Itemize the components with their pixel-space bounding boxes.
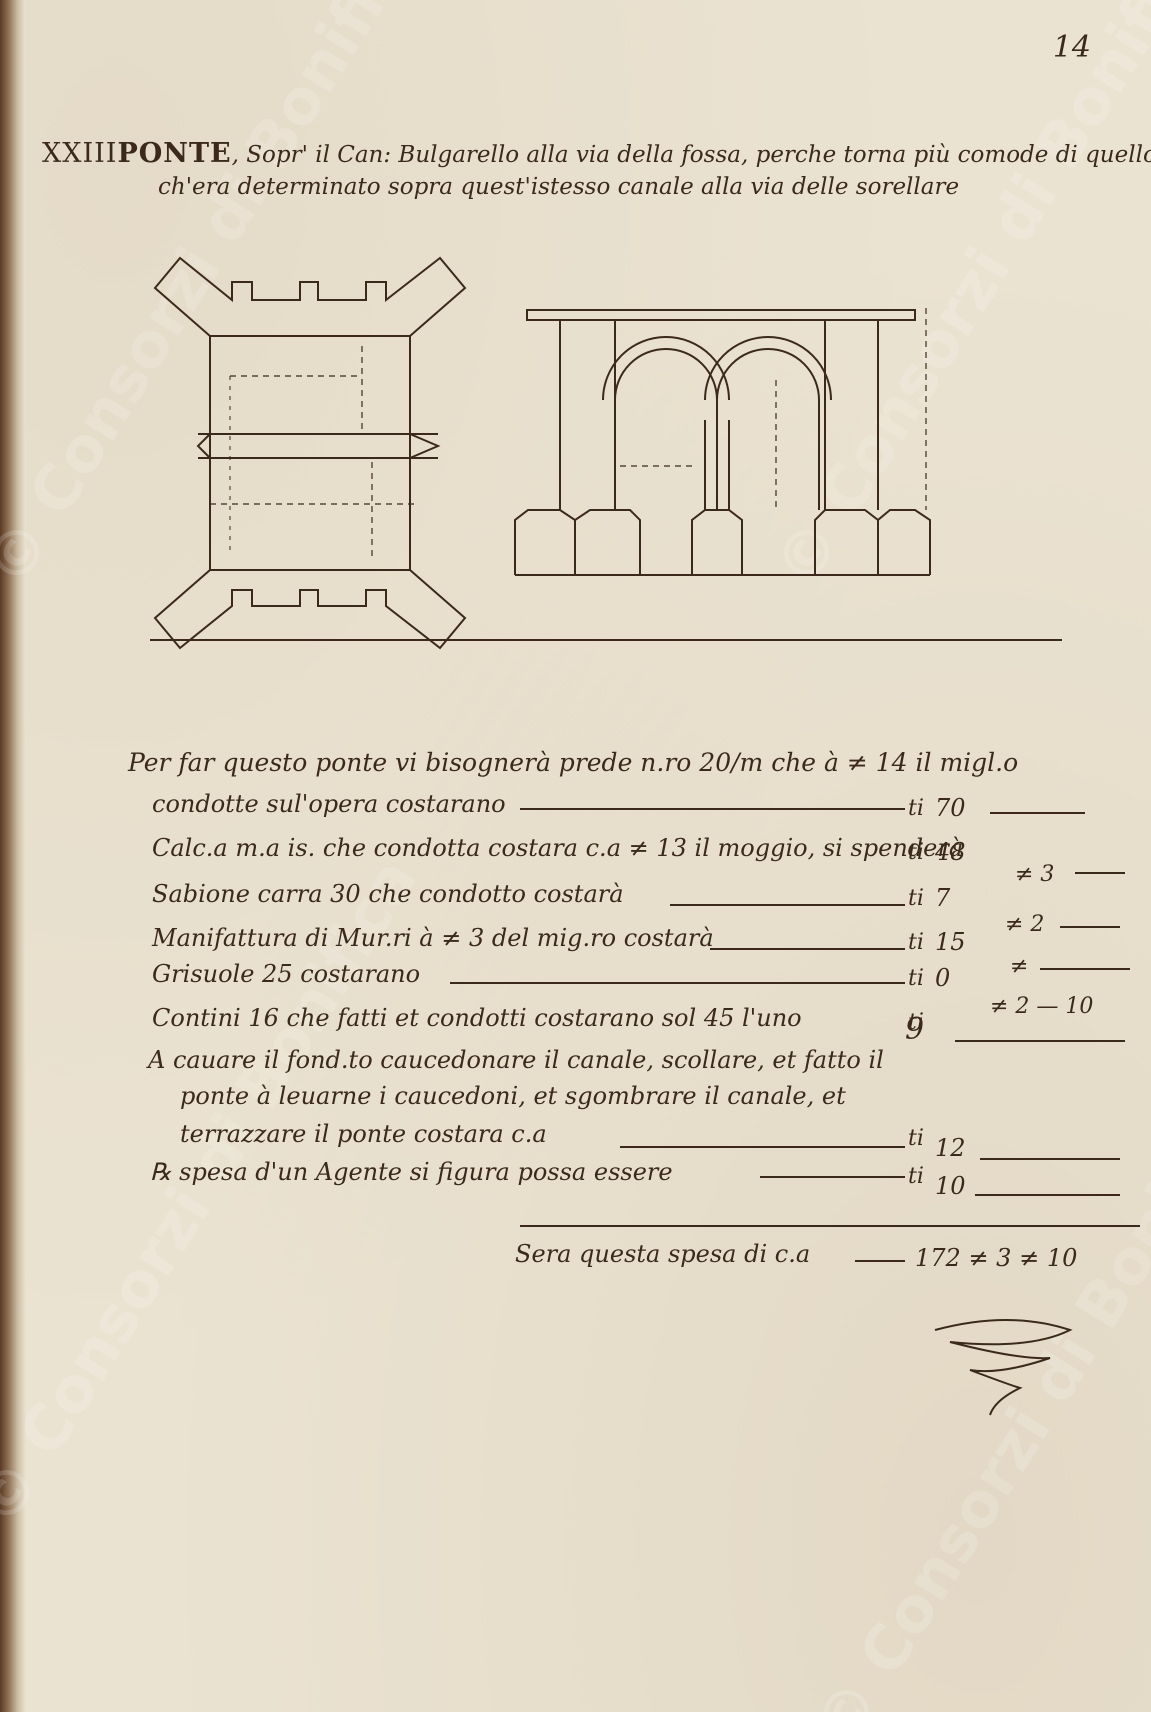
leader-line	[450, 982, 905, 984]
item-amount: 9	[905, 1012, 925, 1047]
currency-mark: ti	[908, 966, 924, 991]
cost-item: condotte sul'opera costarano ti 70	[0, 790, 1151, 832]
item-description: Calc.a m.a is. che condotta costara c.a …	[152, 834, 964, 862]
item-description: Contini 16 che fatti et condotti costara…	[152, 1004, 802, 1032]
item-amount: 48	[935, 838, 966, 866]
item-description: terrazzare il ponte costara c.a	[180, 1120, 547, 1148]
currency-mark: ti	[908, 840, 924, 865]
currency-mark: ti	[908, 930, 924, 955]
leader-line	[760, 1176, 905, 1178]
watermark-3: © Consorzi di Bonifica	[760, 0, 1151, 599]
currency-mark: ti	[908, 886, 924, 911]
leader-line	[980, 1158, 1120, 1160]
long-item-line-1: A cauare il fond.to caucedonare il canal…	[148, 1046, 884, 1074]
heading-text-1: , Sopr' il Can: Bulgarello alla via dell…	[231, 142, 1151, 168]
item-sub-amount: ≠	[1010, 954, 1029, 979]
cost-item: Manifattura di Mur.ri à ≠ 3 del mig.ro c…	[0, 924, 1151, 979]
currency-mark: ti	[908, 1010, 924, 1035]
cost-item: Calc.a m.a is. che condotta costara c.a …	[0, 834, 1151, 887]
leader-line	[975, 1194, 1120, 1196]
item-sub-amount: ≠ 2 — 10	[990, 994, 1094, 1019]
heading-number: XXIII	[42, 138, 118, 169]
currency-mark: ti	[908, 1126, 924, 1151]
item-description: Grisuole 25 costarano	[152, 960, 421, 988]
item-amount: 15	[935, 928, 966, 956]
cost-item: terrazzare il ponte costara c.a ti 12	[0, 1120, 1151, 1162]
cost-item: Grisuole 25 costarano ti 0 ≠ 2 — 10	[0, 960, 1151, 1019]
heading-title: PONTE	[117, 138, 232, 169]
heading-line-2: ch'era determinato sopra quest'istesso c…	[158, 174, 960, 200]
item-sub-amount: ≠ 3	[1015, 862, 1055, 887]
cost-item: Contini 16 che fatti et condotti costara…	[0, 1004, 1151, 1047]
binding-gutter	[0, 0, 26, 1712]
item-amount: 10	[935, 1172, 966, 1200]
item-amount: 70	[935, 794, 966, 822]
long-item-line-2: ponte à leuarne i caucedoni, et sgombrar…	[180, 1082, 846, 1110]
item-sub-amount: ≠ 2	[1005, 912, 1045, 937]
total-label: Sera questa spesa di c.a	[515, 1240, 811, 1268]
leader-line	[990, 812, 1085, 814]
leader-line	[520, 808, 905, 810]
total-leader-line	[855, 1260, 905, 1262]
currency-mark: ti	[908, 796, 924, 821]
currency-mark: ti	[908, 1164, 924, 1189]
item-description: Manifattura di Mur.ri à ≠ 3 del mig.ro c…	[152, 924, 714, 952]
cost-item: Sabione carra 30 che condotto costarà ti…	[0, 880, 1151, 937]
leader-line	[1075, 872, 1125, 874]
leader-line	[1060, 926, 1120, 928]
page-number: 14	[1052, 30, 1091, 65]
item-description: condotte sul'opera costarano	[152, 790, 506, 818]
intro-line: Per far questo ponte vi bisognerà prede …	[128, 748, 1019, 777]
cost-item: ℞ spesa d'un Agente si figura possa esse…	[0, 1158, 1151, 1200]
heading-line-1: XXIIIPONTE, Sopr' il Can: Bulgarello all…	[42, 138, 1151, 169]
item-amount: 7	[935, 884, 951, 912]
item-description: Sabione carra 30 che condotto costarà	[152, 880, 624, 908]
leader-line	[1040, 968, 1130, 970]
leader-line	[955, 1040, 1125, 1042]
item-description: ℞ spesa d'un Agente si figura possa esse…	[150, 1158, 673, 1186]
leader-line	[670, 904, 905, 906]
leader-line	[710, 948, 905, 950]
item-amount: 0	[935, 964, 951, 992]
total-amount: 172 ≠ 3 ≠ 10	[915, 1244, 1078, 1272]
item-amount: 12	[935, 1134, 966, 1162]
watermark-1: © Consorzi di Bonifica	[0, 0, 441, 599]
leader-line	[620, 1146, 905, 1148]
